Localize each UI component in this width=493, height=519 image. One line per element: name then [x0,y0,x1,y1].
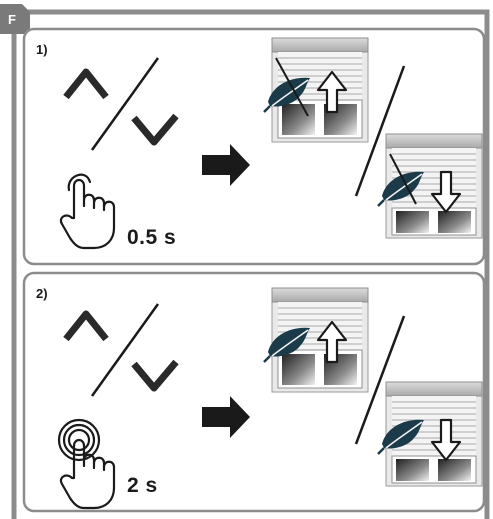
shutter-down-icon [378,134,482,238]
step-label-2: 2) [36,286,48,301]
step-label-1: 1) [36,42,48,57]
shutter-up-icon [264,288,368,392]
shutter-down-icon [378,382,482,486]
duration-label-2: 2 s [127,474,158,498]
figure-tag: F [8,12,16,27]
duration-label-1: 0.5 s [127,226,176,250]
shutter-up-icon [264,38,368,142]
